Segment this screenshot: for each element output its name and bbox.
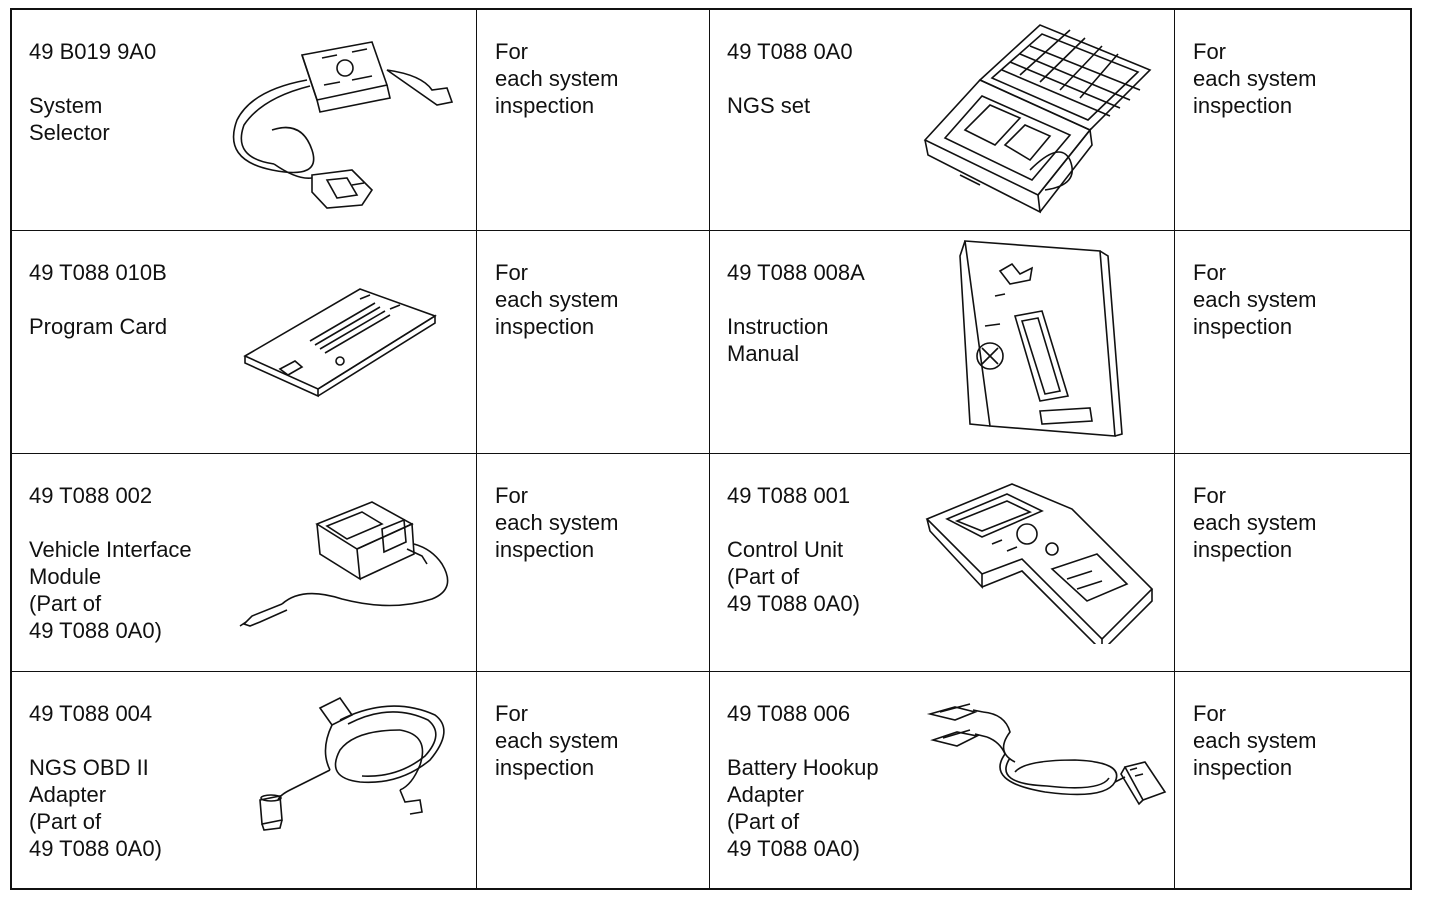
use-description: For each system inspection — [495, 39, 619, 118]
tool-description: Control Unit (Part of 49 T088 0A0) — [727, 537, 860, 616]
tool-cell-system-selector: 49 B019 9A0 System Selector — [12, 10, 477, 231]
use-cell: For each system inspection — [477, 672, 710, 888]
use-description: For each system inspection — [1193, 701, 1317, 780]
part-number: 49 T088 010B — [29, 260, 167, 285]
tool-cell-instruction-manual: 49 T088 008A Instruction Manual — [710, 231, 1175, 454]
use-description: For each system inspection — [1193, 39, 1317, 118]
tool-description: Instruction Manual — [727, 314, 829, 366]
tool-description: Program Card — [29, 314, 168, 339]
tool-cell-vehicle-interface-module: 49 T088 002 Vehicle Interface Module (Pa… — [12, 454, 477, 672]
use-description: For each system inspection — [495, 260, 619, 339]
part-number: 49 T088 004 — [29, 701, 153, 726]
part-number: 49 T088 006 — [727, 701, 851, 726]
use-description: For each system inspection — [495, 701, 619, 780]
program-card-illustration — [240, 281, 445, 401]
use-cell: For each system inspection — [1175, 231, 1410, 454]
tool-description: Battery Hookup Adapter (Part of 49 T088 … — [727, 755, 879, 861]
part-number: 49 T088 0A0 — [727, 39, 853, 64]
use-cell: For each system inspection — [1175, 10, 1410, 231]
control-unit-illustration — [922, 479, 1167, 644]
part-number: 49 T088 001 — [727, 483, 851, 508]
special-tools-table: 49 B019 9A0 System Selector For each sys… — [10, 8, 1412, 890]
use-cell: For each system inspection — [1175, 454, 1410, 672]
instruction-manual-illustration — [950, 236, 1125, 446]
tool-cell-control-unit: 49 T088 001 Control Unit (Part of 49 T08… — [710, 454, 1175, 672]
system-selector-illustration — [212, 30, 477, 225]
part-number: 49 B019 9A0 — [29, 39, 157, 64]
tool-cell-obd-adapter: 49 T088 004 NGS OBD II Adapter (Part of … — [12, 672, 477, 888]
obd-adapter-illustration — [240, 690, 460, 850]
use-cell: For each system inspection — [1175, 672, 1410, 888]
tool-description: NGS set — [727, 93, 811, 118]
vehicle-interface-module-illustration — [232, 494, 467, 629]
use-description: For each system inspection — [1193, 260, 1317, 339]
tool-description: NGS OBD II Adapter (Part of 49 T088 0A0) — [29, 755, 162, 861]
tool-cell-program-card: 49 T088 010B Program Card — [12, 231, 477, 454]
tool-cell-ngs-set: 49 T088 0A0 NGS set — [710, 10, 1175, 231]
tool-cell-battery-hookup-adapter: 49 T088 006 Battery Hookup Adapter (Part… — [710, 672, 1175, 888]
ngs-set-case-illustration — [920, 20, 1170, 225]
use-description: For each system inspection — [1193, 483, 1317, 562]
use-cell: For each system inspection — [477, 454, 710, 672]
tool-description: System Selector — [29, 93, 110, 145]
use-description: For each system inspection — [495, 483, 619, 562]
part-number: 49 T088 002 — [29, 483, 153, 508]
use-cell: For each system inspection — [477, 10, 710, 231]
tool-description: Vehicle Interface Module (Part of 49 T08… — [29, 537, 192, 643]
part-number: 49 T088 008A — [727, 260, 865, 285]
battery-hookup-adapter-illustration — [925, 692, 1170, 842]
use-cell: For each system inspection — [477, 231, 710, 454]
